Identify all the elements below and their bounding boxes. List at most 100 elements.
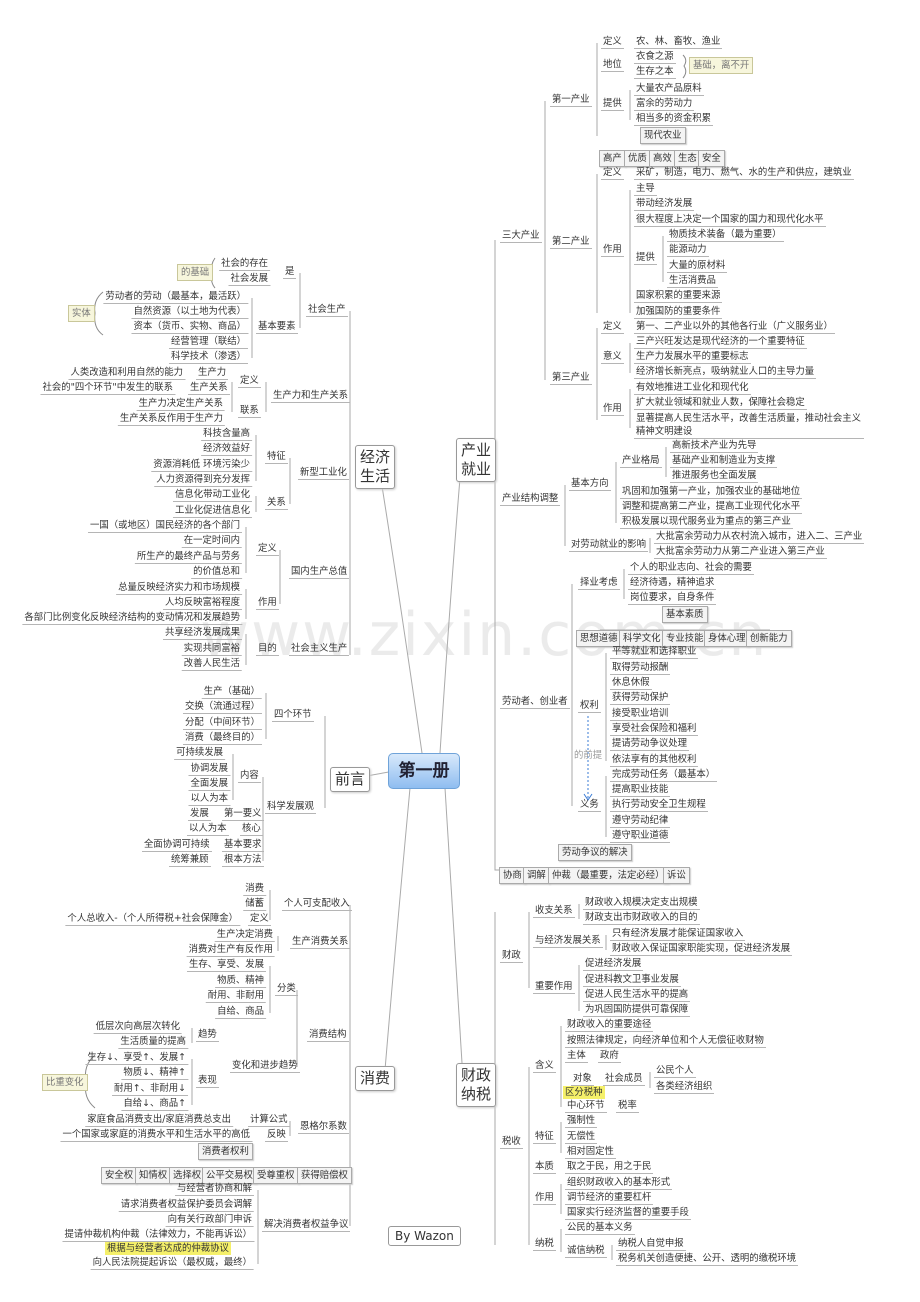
node[interactable]: 农、林、畜牧、渔业 <box>634 36 723 49</box>
node[interactable]: 与经营者协商和解 <box>174 1183 254 1196</box>
node[interactable]: 相对固定性 <box>565 1146 616 1159</box>
node[interactable]: 促进科教文卫事业发展 <box>583 974 681 987</box>
node[interactable]: 第三产业 <box>550 372 592 385</box>
node[interactable]: 社会发展 <box>228 273 270 286</box>
node[interactable]: 推进服务也全面发展 <box>670 470 759 483</box>
node[interactable]: 物质技术装备（最为重要） <box>667 229 784 242</box>
node[interactable]: 科技含量高 <box>201 428 252 441</box>
node[interactable]: 定义 <box>601 321 624 334</box>
node[interactable]: 解决消费者权益争议 <box>262 1219 351 1232</box>
node[interactable]: 诚信纳税 <box>565 1245 607 1258</box>
branch-industry-employment[interactable]: 产业就业 <box>456 438 496 482</box>
node[interactable]: 衣食之源 <box>634 51 676 64</box>
node[interactable]: 税率 <box>616 1100 639 1113</box>
node[interactable]: 计算公式 <box>248 1114 290 1127</box>
node[interactable]: 积极发展以现代服务业为重点的第三产业 <box>620 516 793 529</box>
box-node[interactable]: 思想道德 <box>576 630 622 647</box>
node[interactable]: 能源动力 <box>667 244 709 257</box>
node[interactable]: 公民的基本义务 <box>565 1222 635 1235</box>
branch-preface[interactable]: 前言 <box>330 767 371 792</box>
node[interactable]: 新型工业化 <box>298 467 349 480</box>
node[interactable]: 权利 <box>578 700 601 713</box>
node[interactable]: 核心 <box>240 823 263 836</box>
node[interactable]: 财政收入规模决定支出规模 <box>583 897 700 910</box>
node[interactable]: 生产力 <box>196 367 229 380</box>
node[interactable]: 科学技术（渗透） <box>168 351 248 364</box>
node[interactable]: 基本要求 <box>222 839 264 852</box>
node[interactable]: 全面发展 <box>188 778 230 791</box>
node[interactable]: 生存之本 <box>634 66 676 79</box>
node[interactable]: 与经济发展关系 <box>533 935 603 948</box>
node[interactable]: 高新技术产业为先导 <box>670 440 759 453</box>
node[interactable]: 生产关系反作用于生产力 <box>117 413 225 426</box>
node[interactable]: 加强国防的重要条件 <box>634 306 723 319</box>
node[interactable]: 内容 <box>238 770 261 783</box>
node[interactable]: 四个环节 <box>272 709 314 722</box>
box-node[interactable]: 调解 <box>523 867 550 884</box>
node[interactable]: 消费结构 <box>307 1029 349 1042</box>
node[interactable]: 请求消费者权益保护委员会调解 <box>118 1199 254 1212</box>
node[interactable]: 经营管理（联结） <box>168 336 248 349</box>
node[interactable]: 调节经济的重要杠杆 <box>565 1192 654 1205</box>
node[interactable]: 分类 <box>275 983 298 996</box>
node[interactable]: 总量反映经济实力和市场规模 <box>116 582 242 595</box>
node[interactable]: 遵守职业道德 <box>610 830 671 843</box>
node[interactable]: 变化和进步趋势 <box>230 1060 300 1073</box>
node[interactable]: 大批富余劳动力从第二产业进入第三产业 <box>654 546 827 559</box>
node[interactable]: 生产力和生产关系 <box>271 390 351 403</box>
node[interactable]: 定义 <box>238 375 261 388</box>
node[interactable]: 大批富余劳动力从农村流入城市，进入二、三产业 <box>654 531 865 544</box>
node[interactable]: 定义 <box>256 543 279 556</box>
node[interactable]: 个人的职业志向、社会的需要 <box>628 562 754 575</box>
node[interactable]: 劳动者、创业者 <box>500 696 570 709</box>
node[interactable]: 税收 <box>500 1136 523 1149</box>
node[interactable]: 提高职业技能 <box>610 784 671 797</box>
node[interactable]: 统筹兼顾 <box>169 854 211 867</box>
box-node[interactable]: 高产 <box>599 150 626 167</box>
node[interactable]: 资源消耗低 环境污染少 <box>151 459 252 472</box>
box-node[interactable]: 劳动争议的解决 <box>558 844 632 861</box>
node[interactable]: 作用 <box>256 597 279 610</box>
node[interactable]: 义务 <box>578 799 601 812</box>
node[interactable]: 以人为本 <box>187 823 229 836</box>
node[interactable]: 提请劳动争议处理 <box>610 738 690 751</box>
node[interactable]: 经济待遇，精神追求 <box>628 577 717 590</box>
node[interactable]: 经济效益好 <box>201 443 252 456</box>
node[interactable]: 消费 <box>243 883 266 896</box>
node[interactable]: 目的 <box>256 643 279 656</box>
node[interactable]: 生产决定消费 <box>214 929 275 942</box>
node[interactable]: 物质↓、精神↑ <box>121 1067 188 1080</box>
node[interactable]: 各部门比例变化反映经济结构的变动情况和发展趋势 <box>22 612 242 625</box>
branch-consumption[interactable]: 消费 <box>355 1066 396 1091</box>
node[interactable]: 第一产业 <box>550 94 592 107</box>
node[interactable]: 纳税 <box>533 1238 556 1251</box>
node[interactable]: 社会的存在 <box>219 258 270 271</box>
node[interactable]: 国内生产总值 <box>289 566 350 579</box>
node[interactable]: 作用 <box>533 1192 556 1205</box>
node[interactable]: 的价值总和 <box>191 566 242 579</box>
node[interactable]: 在一定时间内 <box>181 535 242 548</box>
node[interactable]: 无偿性 <box>565 1131 598 1144</box>
node[interactable]: 岗位要求，自身条件 <box>628 592 717 605</box>
node[interactable]: 对象 <box>571 1073 594 1086</box>
node[interactable]: 重要作用 <box>533 981 575 994</box>
node[interactable]: 调整和提高第二产业，提高工业现代化水平 <box>620 501 803 514</box>
node[interactable]: 家庭食品消费支出/家庭消费总支出 <box>85 1114 233 1127</box>
node[interactable]: 定义 <box>601 167 624 180</box>
node[interactable]: 获得劳动保护 <box>610 692 671 705</box>
node[interactable]: 工业化促进信息化 <box>172 505 252 518</box>
node[interactable]: 耐用↑、非耐用↓ <box>112 1083 188 1096</box>
node[interactable]: 资本（货币、实物、商品） <box>131 321 248 334</box>
node[interactable]: 特征 <box>533 1131 556 1144</box>
node[interactable]: 三产兴旺发达是现代经济的一个重要特征 <box>634 336 807 349</box>
node[interactable]: 生产（基础） <box>201 686 262 699</box>
node[interactable]: 享受社会保险和福利 <box>610 723 699 736</box>
node[interactable]: 社会成员 <box>603 1073 645 1086</box>
box-node[interactable]: 协商 <box>499 867 526 884</box>
node[interactable]: 提供 <box>634 252 657 265</box>
node[interactable]: 基本方向 <box>569 478 611 491</box>
node[interactable]: 本质 <box>533 1161 556 1174</box>
node[interactable]: 生存、享受、发展 <box>186 959 266 972</box>
node[interactable]: 地位 <box>601 59 624 72</box>
box-node[interactable]: 诉讼 <box>663 867 690 884</box>
